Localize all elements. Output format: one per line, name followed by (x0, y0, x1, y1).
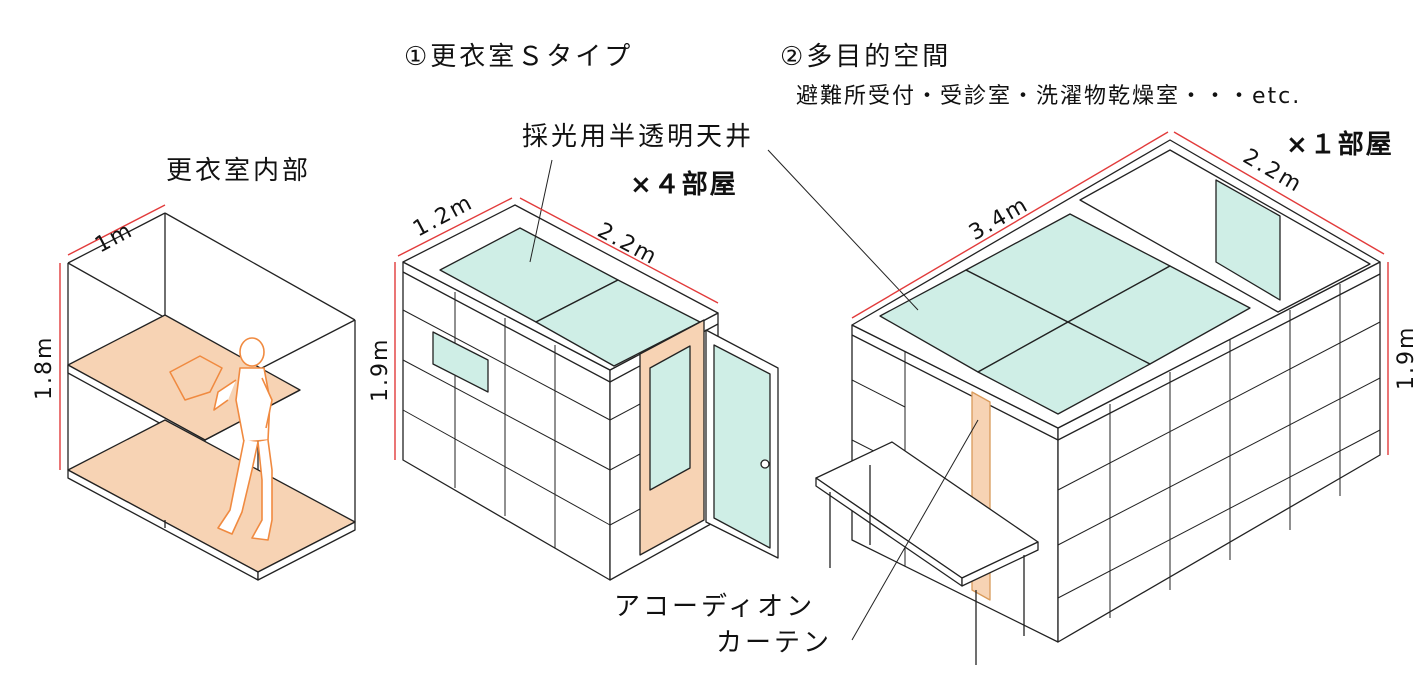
s-door-handle (760, 459, 770, 469)
title-multi: ②多目的空間 (780, 42, 952, 72)
multi-uses-list: 避難所受付・受診室・洗濯物乾燥室・・・etc. (796, 84, 1302, 109)
s-open-door-glass (713, 344, 771, 549)
skylight-leader-m (767, 149, 919, 311)
s-door-glass-inner (649, 345, 691, 491)
m-back-window (1215, 179, 1281, 301)
s-wall-panel-lines (402, 292, 641, 548)
count-s-type: ×４部屋 (630, 170, 738, 200)
curtain-label-line2: カーテン (716, 628, 833, 658)
dim-interior-height: 1.8m (32, 335, 57, 400)
person-figure (213, 337, 273, 541)
skylight-leader-s (529, 159, 553, 263)
skylight-label: 採光用半透明天井 (522, 122, 755, 152)
dim-m-height: 1.9m (1394, 325, 1419, 390)
s-window (432, 331, 489, 393)
curtain-leader (851, 419, 979, 641)
laundry-basket (169, 355, 223, 401)
title-s-type: ①更衣室Ｓタイプ (404, 42, 634, 72)
interior-label: 更衣室内部 (166, 156, 312, 186)
m-wall-panel-lines (851, 284, 1381, 618)
curtain-label-line1: アコーディオン (614, 592, 816, 622)
count-multi: ×１部屋 (1286, 130, 1394, 160)
m-skylight-4 (1067, 265, 1251, 365)
dimension-lines (59, 131, 1389, 470)
dim-s-height: 1.9m (368, 337, 393, 402)
